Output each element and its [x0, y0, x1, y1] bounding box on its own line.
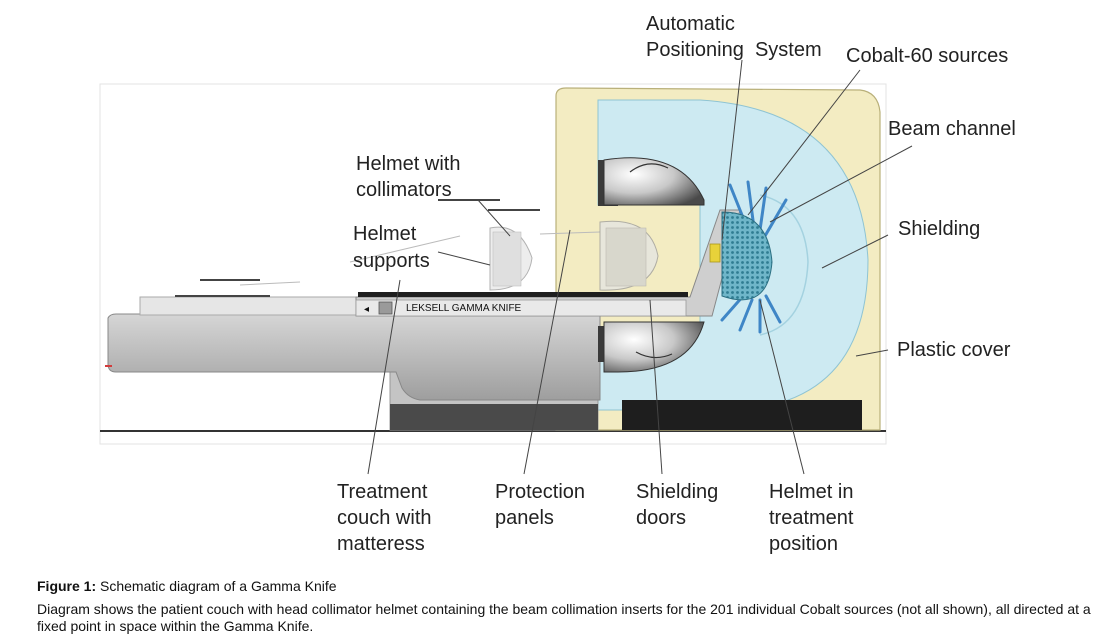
label-helmet-in: Helmet in: [769, 481, 853, 503]
couch-pedestal-dark: [390, 404, 598, 430]
caption-figure-label: Figure 1:: [37, 578, 97, 594]
label-treatment-pos: treatment: [769, 507, 854, 529]
label-helmet-with: Helmet with: [356, 153, 460, 175]
label-panels: panels: [495, 507, 554, 529]
label-supports: supports: [353, 250, 430, 272]
label-plastic-cover: Plastic cover: [897, 339, 1011, 361]
helmet-treatment-position: [721, 211, 773, 301]
gamma-knife-diagram: ◂ LEKSELL GAMMA KNIFE: [99, 13, 1016, 555]
couch-brand-text: LEKSELL GAMMA KNIFE: [406, 303, 522, 314]
caption-description: Diagram shows the patient couch with hea…: [37, 601, 1091, 634]
caption-title: Figure 1: Schematic diagram of a Gamma K…: [37, 578, 1107, 595]
label-couch-with: couch with: [337, 507, 432, 529]
door-rotation-arrow-top: [629, 163, 669, 173]
motion-lines: [175, 199, 540, 297]
motion-lines-light: [239, 231, 601, 286]
shielding-door-top[interactable]: [603, 157, 705, 206]
label-shielding-doors-2: doors: [636, 507, 686, 529]
label-positioning-system: Positioning System: [646, 39, 822, 61]
couch-control-button[interactable]: [378, 301, 393, 315]
couch-label-strip: [355, 299, 687, 317]
treatment-couch: [107, 313, 601, 401]
couch-top-plate: [139, 296, 361, 316]
label-helmet: Helmet: [353, 223, 417, 245]
shielding-inner-arc: [759, 194, 809, 336]
label-automatic: Automatic: [646, 13, 735, 35]
moving-helmet-ghost: [489, 220, 659, 291]
label-beam-channel: Beam channel: [888, 118, 1016, 140]
label-treatment: Treatment: [337, 481, 428, 503]
machine-base: [622, 400, 862, 430]
shielding-door-bottom[interactable]: [603, 321, 705, 373]
label-matteress: matteress: [337, 533, 425, 555]
caption-figure-title: Schematic diagram of a Gamma Knife: [96, 578, 337, 594]
helmet-yellow-marker: [709, 243, 721, 263]
couch-rail: [358, 292, 688, 297]
label-protection: Protection: [495, 481, 585, 503]
couch-arrow: ◂: [364, 304, 369, 315]
figure-caption: Figure 1: Schematic diagram of a Gamma K…: [37, 578, 1107, 635]
label-position: position: [769, 533, 838, 555]
label-cobalt-sources: Cobalt-60 sources: [846, 45, 1008, 67]
leader-lines: [367, 59, 913, 475]
label-collimators: collimators: [356, 179, 452, 201]
label-shielding: Shielding: [898, 218, 980, 240]
label-shielding-doors-1: Shielding: [636, 481, 718, 503]
